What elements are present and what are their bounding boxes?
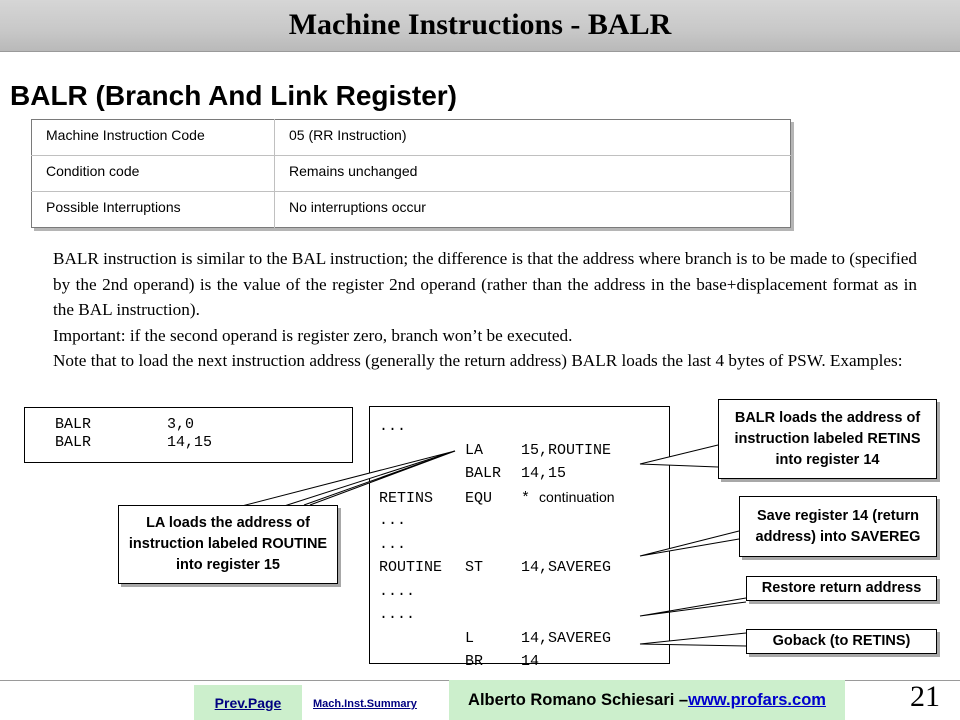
example-line: BALR 14,15 <box>55 434 352 452</box>
code-line: L 14,SAVEREG <box>379 627 669 651</box>
code-operands: 14,SAVEREG <box>521 629 612 647</box>
slide-title: Machine Instructions - BALR <box>288 8 672 41</box>
code-opcode: BALR <box>465 465 502 482</box>
title-bar: Machine Instructions - BALR <box>0 0 960 52</box>
callout-restore: Restore return address <box>746 576 937 601</box>
table-row: Possible Interruptions No interruptions … <box>31 191 791 228</box>
table-cell-label: Machine Instruction Code <box>31 119 275 156</box>
code-line: RETINS EQU * continuation <box>379 486 669 510</box>
code-opcode: LA <box>465 441 484 459</box>
callout-la: LA loads the address of instruction labe… <box>118 505 338 584</box>
code-line: ... <box>379 415 669 439</box>
author-url-link[interactable]: www.profars.com <box>688 690 826 709</box>
code-label: ROUTINE <box>379 559 443 576</box>
table-cell-value: No interruptions occur <box>289 199 426 215</box>
code-line: LA 15,ROUTINE <box>379 439 669 463</box>
body-text: BALR instruction is similar to the BAL i… <box>53 246 917 374</box>
table-cell-value: Remains unchanged <box>274 155 791 192</box>
prev-page-button[interactable]: Prev.Page <box>194 685 302 720</box>
code-label: ... <box>379 512 407 529</box>
example-opcode: BALR <box>55 434 92 451</box>
example-operands: 3,0 <box>167 416 195 433</box>
body-paragraph: BALR instruction is similar to the BAL i… <box>53 249 917 319</box>
callout-save: Save register 14 (return address) into S… <box>739 496 937 557</box>
page-number: 21 <box>910 680 940 713</box>
code-line: .... <box>379 580 669 604</box>
code-operands: 14 <box>521 653 540 670</box>
example-operands: 14,15 <box>167 434 213 451</box>
code-label: RETINS <box>379 489 434 507</box>
code-line: BALR 14,15 <box>379 462 669 486</box>
examples-box: BALR 3,0 BALR 14,15 <box>24 407 353 463</box>
code-comment: continuation <box>539 488 615 505</box>
body-paragraph: Important: if the second operand is regi… <box>53 325 573 345</box>
code-label: .... <box>379 582 416 600</box>
code-opcode: BR <box>465 653 484 670</box>
table-row: Machine Instruction Code 05 (RR Instruct… <box>31 119 791 156</box>
code-operands: 14,SAVEREG <box>521 559 612 576</box>
example-line: BALR 3,0 <box>55 416 352 434</box>
code-operands: * <box>521 489 531 507</box>
code-operands: 15,ROUTINE <box>521 441 612 459</box>
code-label: ... <box>379 535 407 553</box>
section-heading: BALR (Branch And Link Register) <box>10 80 457 111</box>
code-line: ... <box>379 509 669 533</box>
code-label: ... <box>379 418 407 435</box>
table-cell-value: 05 (RR Instruction) <box>274 119 791 156</box>
code-listing: ... LA 15,ROUTINE BALR 14,15 RETINS EQU * co… <box>369 406 670 670</box>
code-label: .... <box>379 606 416 623</box>
callout-goback: Goback (to RETINS) <box>746 629 937 654</box>
callout-balr: BALR loads the address of instruction la… <box>718 399 937 479</box>
author-name: Alberto Romano Schiesari – <box>468 690 689 709</box>
body-paragraph: Note that to load the next instruction a… <box>53 351 903 370</box>
summary-link[interactable]: Mach.Inst.Summary <box>313 698 417 710</box>
code-line: .... <box>379 603 669 627</box>
table-row: Condition code Remains unchanged <box>31 155 791 192</box>
code-opcode: EQU <box>465 489 493 507</box>
code-line: ROUTINE ST 14,SAVEREG <box>379 556 669 580</box>
code-opcode: L <box>465 629 475 647</box>
table-cell-label: Condition code <box>31 155 275 192</box>
code-operands: 14,15 <box>521 465 567 482</box>
code-opcode: ST <box>465 559 484 576</box>
table-cell-label: Possible Interruptions <box>31 191 275 228</box>
code-line: BR 14 <box>379 650 669 674</box>
example-opcode: BALR <box>55 416 92 433</box>
code-line: ... <box>379 533 669 557</box>
author-credit: Alberto Romano Schiesari – www.profars.c… <box>449 680 845 720</box>
instruction-info-table: Machine Instruction Code 05 (RR Instruct… <box>31 119 791 228</box>
